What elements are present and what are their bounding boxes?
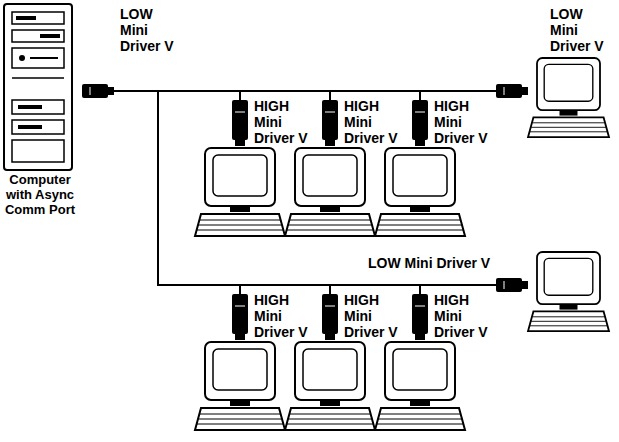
- device-label: HIGH Mini Driver V: [344, 292, 406, 340]
- terminal: [528, 58, 609, 137]
- device-label: LOW Mini Driver V: [120, 6, 182, 54]
- cable: [114, 91, 330, 294]
- device-label: LOW Mini Driver V: [550, 6, 612, 54]
- cable: [114, 90, 496, 92]
- driver-box: HIGH Mini Driver V: [412, 100, 428, 146]
- driver-icon: [232, 100, 248, 146]
- terminal: [285, 148, 375, 236]
- device-label: HIGH Mini Driver V: [254, 98, 316, 146]
- device-label: HIGH Mini Driver V: [434, 98, 496, 146]
- driver-icon: [82, 84, 114, 98]
- driver-icon: [412, 100, 428, 146]
- driver-box: LOW Mini Driver V: [82, 84, 114, 98]
- terminal: [375, 342, 465, 430]
- driver-box: HIGH Mini Driver V: [232, 294, 248, 340]
- driver-icon: [496, 84, 528, 98]
- cable: [114, 91, 240, 294]
- driver-box: LOW Mini Driver V: [496, 84, 528, 98]
- driver-icon: [322, 294, 338, 340]
- driver-icon: [322, 100, 338, 146]
- computer-tower: [4, 4, 72, 170]
- driver-box: HIGH Mini Driver V: [232, 100, 248, 146]
- device-label: HIGH Mini Driver V: [254, 292, 316, 340]
- driver-icon: [232, 294, 248, 340]
- terminal: [195, 342, 285, 430]
- terminal: [285, 342, 375, 430]
- driver-box: LOW Mini Driver V: [496, 278, 528, 292]
- device-label: HIGH Mini Driver V: [344, 98, 406, 146]
- cable: [114, 91, 330, 100]
- driver-icon: [496, 278, 528, 292]
- device-label: HIGH Mini Driver V: [434, 292, 496, 340]
- terminal: [528, 252, 609, 331]
- device-label: LOW Mini Driver V: [368, 255, 498, 271]
- driver-box: HIGH Mini Driver V: [322, 294, 338, 340]
- driver-box: HIGH Mini Driver V: [412, 294, 428, 340]
- driver-box: HIGH Mini Driver V: [322, 100, 338, 146]
- computer-box: Computer with Async Comm Port: [4, 4, 72, 170]
- driver-icon: [412, 294, 428, 340]
- device-label: Computer with Async Comm Port: [0, 172, 82, 217]
- terminal: [375, 148, 465, 236]
- terminal: [195, 148, 285, 236]
- cable: [114, 91, 240, 100]
